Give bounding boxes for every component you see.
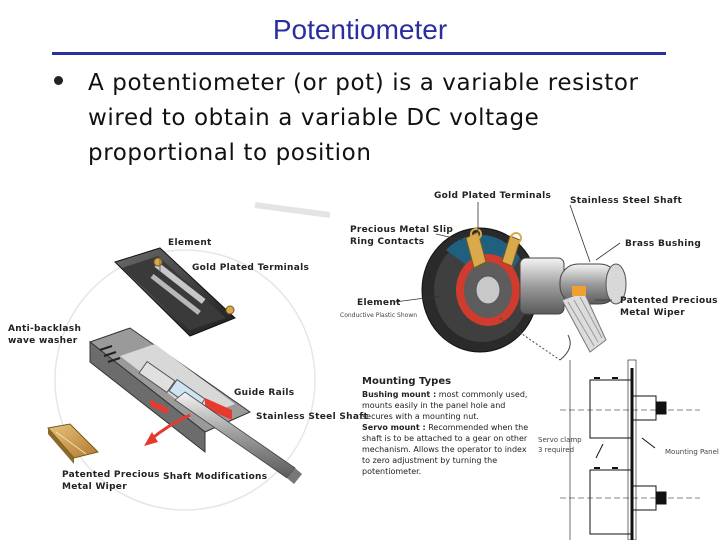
label-stainless-shaft-right: Stainless Steel Shaft — [570, 196, 683, 206]
label-gold-terminals-left: Gold Plated Terminals — [192, 263, 310, 273]
title-underline — [52, 52, 666, 55]
bushing-mount-text: Bushing mount : most commonly used, moun… — [362, 389, 532, 422]
label-anti-backlash-1: Anti-backlash — [8, 324, 82, 334]
label-mounting-panel: Mounting Panel — [665, 448, 719, 456]
bushing-mount-label: Bushing mount : — [362, 390, 437, 399]
mounting-types-heading: Mounting Types — [362, 376, 452, 387]
leader-lines-shape — [394, 202, 621, 303]
label-wiper-left-1: Patented Precious — [62, 470, 160, 480]
label-stainless-shaft-left: Stainless Steel Shaft — [256, 412, 369, 422]
servo-mount-label: Servo mount : — [362, 423, 426, 432]
label-brass-bushing: Brass Bushing — [625, 239, 702, 249]
bushing-mount-desc: most commonly used, mounts easily in the… — [362, 390, 528, 421]
bullet-dot-icon — [54, 76, 63, 85]
label-slip-ring-1: Precious Metal Slip — [350, 225, 454, 235]
mounting-panel-shape — [627, 359, 637, 540]
label-guide-rails: Guide Rails — [234, 388, 295, 398]
wiper-left-shape — [47, 423, 99, 464]
label-element-right: Element — [357, 298, 401, 308]
label-anti-backlash-2: wave washer — [8, 336, 78, 346]
label-wiper-left-2: Metal Wiper — [62, 482, 127, 492]
wiper-right-shape — [561, 286, 607, 353]
mounting-drawing-shape — [560, 360, 700, 540]
slide-title: Potentiometer — [272, 14, 448, 45]
bullet-text: A potentiometer (or pot) is a variable r… — [88, 70, 639, 166]
label-shaft-modifications: Shaft Modifications — [163, 472, 268, 482]
faint-sketch-shape — [254, 202, 331, 218]
label-element-sub: Conductive Plastic Shown — [340, 312, 418, 319]
label-element-left: Element — [168, 238, 212, 248]
label-slip-ring-2: Ring Contacts — [350, 237, 425, 247]
servo-mount-desc: Recommended when the shaft is to be atta… — [362, 423, 529, 476]
mounting-types-block: Mounting Types Bushing mount : most comm… — [362, 376, 532, 477]
linear-shaft-shape — [174, 391, 302, 484]
linear-element-shape — [114, 247, 236, 337]
rotary-pot-shape — [421, 227, 627, 353]
label-wiper-right-1: Patented Precious — [620, 296, 718, 306]
label-servo-clamp-2: 3 required — [538, 446, 575, 454]
servo-mount-text: Servo mount : Recommended when the shaft… — [362, 422, 532, 477]
label-servo-clamp-1: Servo clamp — [538, 436, 582, 444]
label-gold-terminals-right: Gold Plated Terminals — [434, 191, 552, 201]
background-ring-shape — [54, 249, 316, 511]
linear-housing-shape — [88, 327, 252, 454]
label-wiper-right-2: Metal Wiper — [620, 308, 685, 318]
